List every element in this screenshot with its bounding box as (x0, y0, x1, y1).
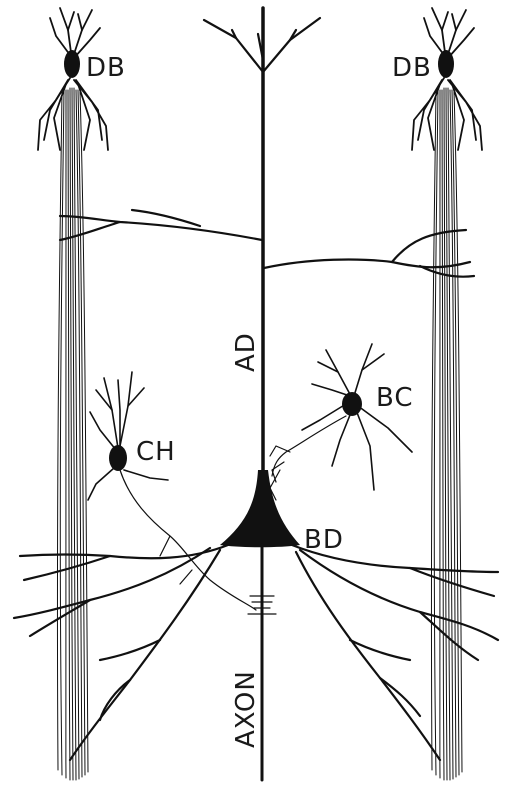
label-db-right: DB (392, 53, 432, 83)
db-left-soma (64, 50, 80, 78)
label-bd: BD (304, 525, 344, 555)
pyramidal-soma (220, 470, 300, 547)
label-ad: AD (231, 332, 261, 372)
label-db-left: DB (86, 53, 126, 83)
db-right-axon-bundle (431, 88, 462, 780)
apical-oblique-branches (60, 210, 474, 277)
db-right-soma (438, 50, 454, 78)
db-left-axon-bundle (57, 88, 88, 780)
chandelier-cell (88, 372, 256, 610)
label-ch: CH (136, 437, 176, 467)
basket-cell (270, 344, 412, 500)
db-left-lower-dendrites (38, 78, 108, 150)
basket-cell-soma (342, 392, 362, 416)
label-axon: AXON (231, 670, 261, 748)
basket-cell-dendrites (302, 344, 412, 490)
pyramidal-neuron (14, 8, 498, 780)
label-bc: BC (376, 383, 414, 413)
db-right-lower-dendrites (412, 78, 482, 150)
chandelier-cell-soma (109, 445, 127, 471)
double-bouquet-cell-right (412, 8, 482, 780)
chandelier-cell-dendrites (88, 372, 168, 500)
double-bouquet-cell-left (38, 8, 108, 780)
